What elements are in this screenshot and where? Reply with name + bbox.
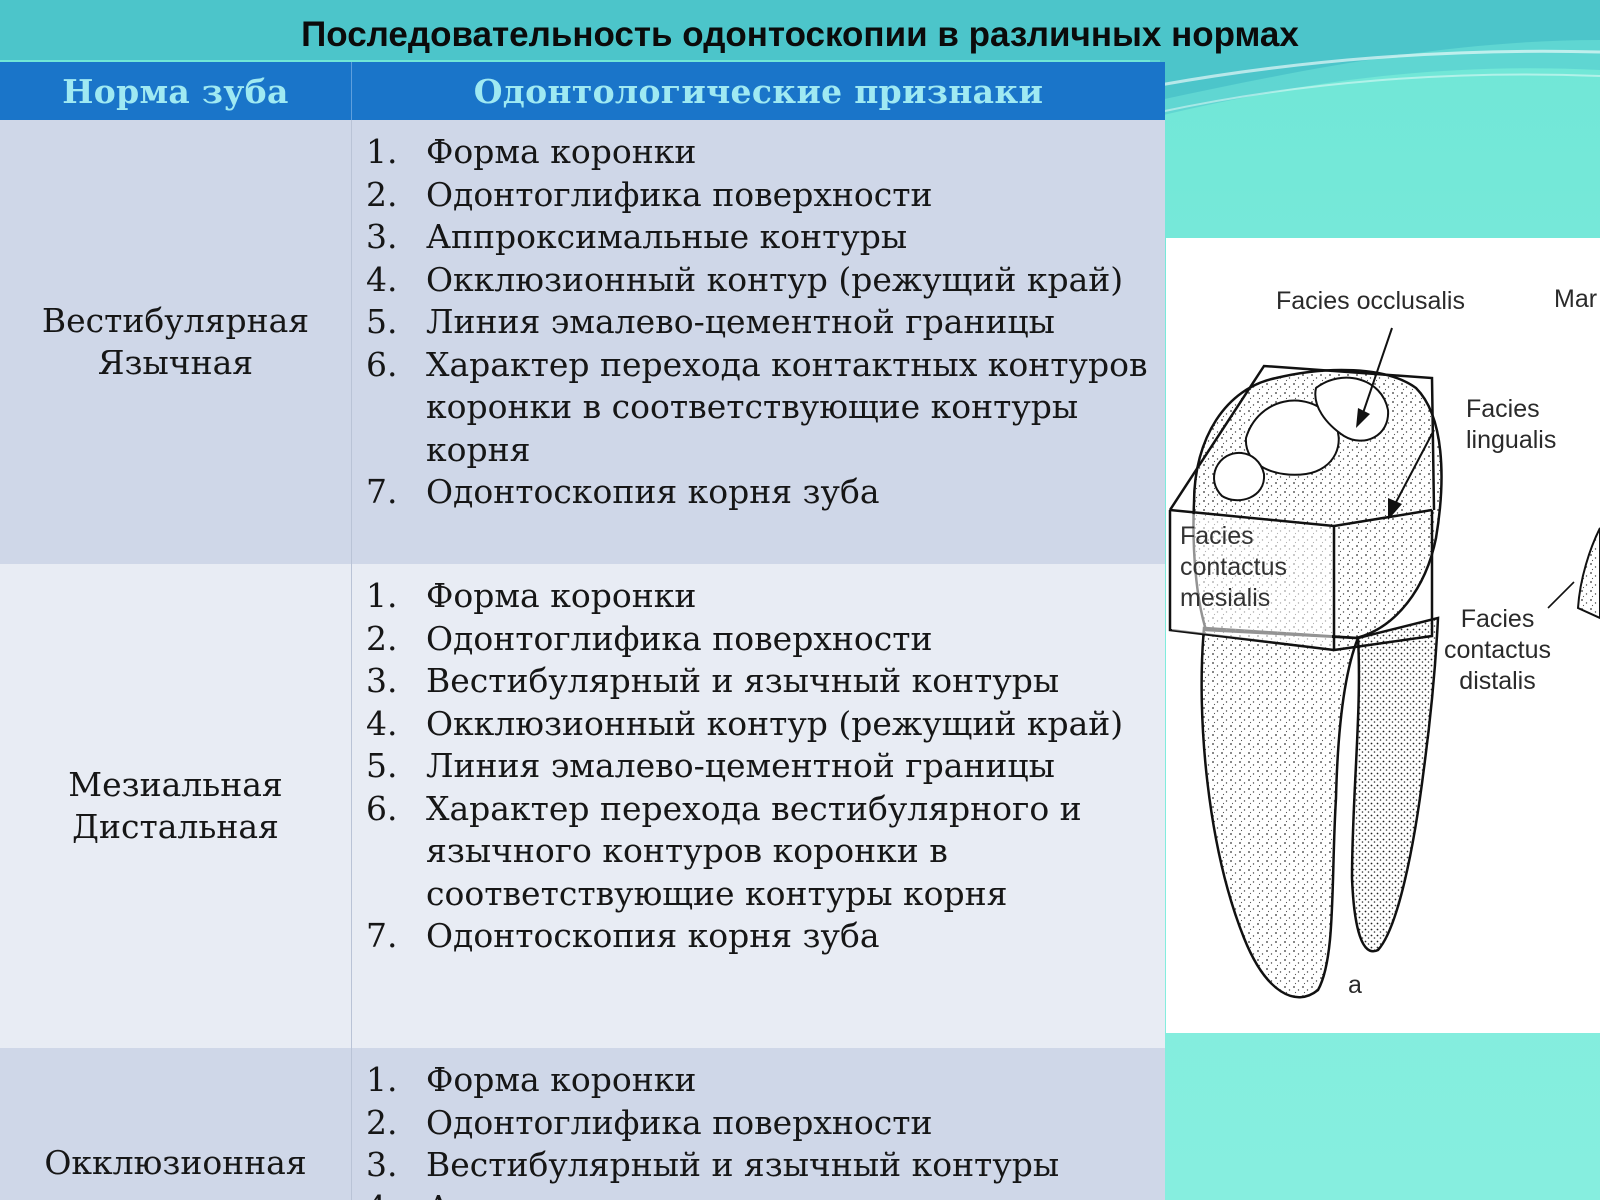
signs-list: 1.Форма коронки 2.Одонтоглифика поверхно… — [352, 1048, 1165, 1200]
odontoscopy-table: Норма зуба Одонтологические признаки Вес… — [0, 62, 1165, 1200]
norm-name: Мезиальная — [68, 765, 283, 804]
norm-cell: Мезиальная Дистальная — [0, 564, 352, 1048]
list-item: 4.Окклюзионный контур (режущий край) — [366, 703, 1124, 743]
list-item: 3.Вестибулярный и язычный контуры — [366, 1145, 1060, 1184]
norm-cell: Вестибулярная Язычная — [0, 120, 352, 564]
norm-name: Язычная — [97, 343, 254, 382]
label-facies-occlusalis: Facies occlusalis — [1276, 287, 1465, 315]
list-item: 6.Характер перехода вестибулярного и язы… — [366, 788, 1082, 913]
list-item: 5.Линия эмалево-цементной границы — [366, 746, 1055, 785]
list-item: 2.Одонтоглифика поверхности — [366, 1102, 933, 1142]
list-item: 7.Одонтоскопия корня зуба — [366, 472, 880, 511]
header-signs: Одонтологические признаки — [473, 71, 1044, 111]
label-mar: Mar — [1554, 285, 1598, 313]
list-item: 4.Окклюзионный контур (режущий край) — [366, 259, 1124, 299]
label-facies-contactus-distalis: Facies contactus distalis — [1444, 605, 1552, 695]
table-row: Окклюзионная 1.Форма коронки 2.Одонтогли… — [0, 1048, 1165, 1200]
label-facies-contactus-mesialis: Facies contactus mesialis — [1180, 522, 1288, 612]
tooth-illustration: Facies occlusalis Mar Facies lingualis F… — [1166, 238, 1600, 1033]
table-header: Норма зуба Одонтологические признаки — [0, 62, 1165, 120]
header-norm: Норма зуба — [0, 62, 352, 120]
list-item: 1.Форма коронки — [366, 132, 697, 171]
list-item: 1.Форма коронки — [366, 1060, 697, 1099]
list-item: 1.Форма коронки — [366, 576, 697, 615]
table-row: Вестибулярная Язычная 1.Форма коронки 2.… — [0, 120, 1165, 564]
list-item: 2.Одонтоглифика поверхности — [366, 174, 933, 214]
list-item: 6.Характер перехода контактных контуров … — [366, 344, 1148, 469]
list-item: 3.Вестибулярный и язычный контуры — [366, 661, 1060, 700]
list-item: 5.Линия эмалево-цементной границы — [366, 302, 1055, 341]
list-item: 4.А — [352, 1187, 1165, 1200]
list-item: 2.Одонтоглифика поверхности — [366, 618, 933, 658]
table-row: Мезиальная Дистальная 1.Форма коронки 2.… — [0, 564, 1165, 1048]
label-panel-a: a — [1348, 971, 1362, 999]
norm-cell: Окклюзионная — [0, 1048, 352, 1200]
norm-name: Вестибулярная — [41, 301, 310, 340]
slide-title: Последовательность одонтоскопии в различ… — [301, 15, 1299, 54]
label-facies-lingualis: Facies lingualis — [1466, 395, 1557, 454]
tooth-drawing — [1168, 327, 1600, 999]
list-item: 3.Аппроксимальные контуры — [366, 217, 908, 256]
list-item: 7.Одонтоскопия корня зуба — [366, 916, 880, 955]
norm-name: Окклюзионная — [44, 1143, 307, 1182]
signs-list: 1.Форма коронки 2.Одонтоглифика поверхно… — [352, 564, 1165, 1048]
signs-list: 1.Форма коронки 2.Одонтоглифика поверхно… — [352, 120, 1165, 564]
norm-name: Дистальная — [72, 807, 279, 846]
